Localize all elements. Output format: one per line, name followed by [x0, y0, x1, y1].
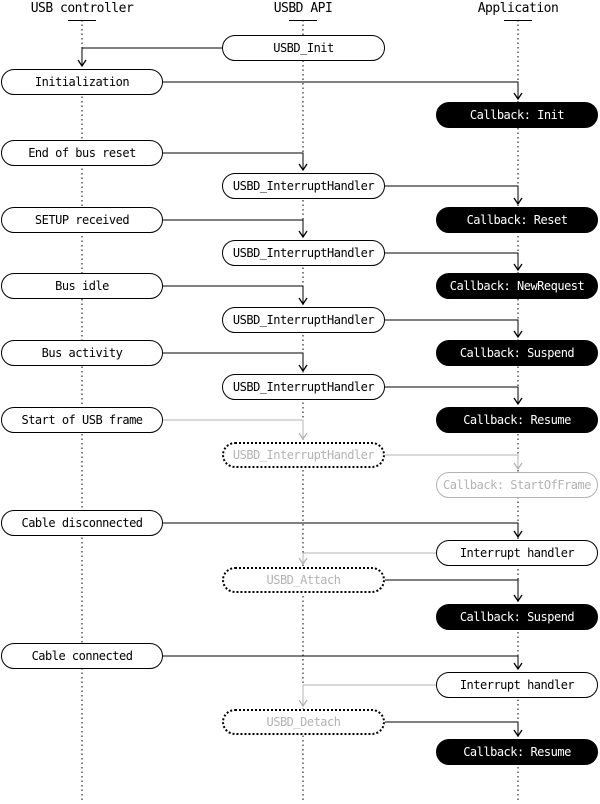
node-interrupt-handler-3: USBD_InterruptHandler [222, 307, 385, 333]
node-callback-init: Callback: Init [436, 102, 598, 128]
node-callback-suspend-2: Callback: Suspend [436, 604, 598, 630]
arrow-ih-to-cbsof-muted [385, 454, 523, 471]
node-end-of-bus-reset: End of bus reset [1, 140, 163, 166]
arrow-detach-to-cbresume [385, 721, 523, 738]
node-callback-resume-2: Callback: Resume [436, 739, 598, 765]
lane-tick-usbd-api [289, 20, 317, 21]
lane-header-application: Application [477, 1, 559, 16]
node-setup-received: SETUP received [1, 207, 163, 233]
lane-header-usbd-api: USBD API [273, 1, 333, 16]
node-callback-resume: Callback: Resume [436, 407, 598, 433]
node-callback-reset: Callback: Reset [436, 207, 598, 233]
node-callback-startofframe: Callback: StartOfFrame [436, 472, 598, 498]
node-interrupt-handler-2: USBD_InterruptHandler [222, 240, 385, 266]
arrow-busidle-to-ih [163, 285, 308, 306]
arrow-attach-to-cbsuspend [385, 579, 523, 603]
arrow-inthandler-to-attach-muted [298, 552, 436, 566]
node-interrupt-handler-1: USBD_InterruptHandler [222, 173, 385, 199]
lane-header-usb-controller: USB controller [30, 1, 134, 16]
arrow-disconnect-to-inthandler [163, 522, 523, 539]
arrow-ih-to-cbresume [385, 386, 523, 406]
arrow-setup-to-ih [163, 219, 308, 239]
node-usbd-attach: USBD_Attach [222, 567, 385, 593]
arrow-ih-to-cbreset [385, 185, 523, 206]
node-bus-activity: Bus activity [1, 340, 163, 366]
node-cable-disconnected: Cable disconnected [1, 510, 163, 536]
arrow-usbdinit-to-initialization [77, 47, 222, 68]
arrow-initialization-to-cbinit [163, 81, 523, 101]
lane-tick-usb-controller [68, 20, 96, 21]
arrow-sof-to-ih-muted [163, 419, 308, 441]
node-bus-idle: Bus idle [1, 273, 163, 299]
node-cable-connected: Cable connected [1, 643, 163, 669]
node-usbd-detach: USBD_Detach [222, 709, 385, 735]
node-initialization: Initialization [1, 69, 163, 95]
node-usbd-init: USBD_Init [222, 35, 385, 61]
node-interrupt-handler-app-1: Interrupt handler [436, 540, 598, 566]
node-start-of-usb-frame: Start of USB frame [1, 407, 163, 433]
arrow-ih-to-cbsuspend [385, 319, 523, 339]
node-interrupt-handler-muted: USBD_InterruptHandler [222, 442, 385, 468]
arrow-connect-to-inthandler [163, 655, 523, 671]
arrow-busactivity-to-ih [163, 352, 308, 373]
node-callback-newrequest: Callback: NewRequest [436, 273, 598, 299]
arrow-busreset-to-ih [163, 152, 308, 172]
lane-tick-application [504, 20, 532, 21]
node-interrupt-handler-4: USBD_InterruptHandler [222, 374, 385, 400]
node-callback-suspend: Callback: Suspend [436, 340, 598, 366]
node-interrupt-handler-app-2: Interrupt handler [436, 672, 598, 698]
arrow-ih-to-cbnewrequest [385, 252, 523, 272]
arrow-inthandler-to-detach-muted [298, 684, 436, 708]
